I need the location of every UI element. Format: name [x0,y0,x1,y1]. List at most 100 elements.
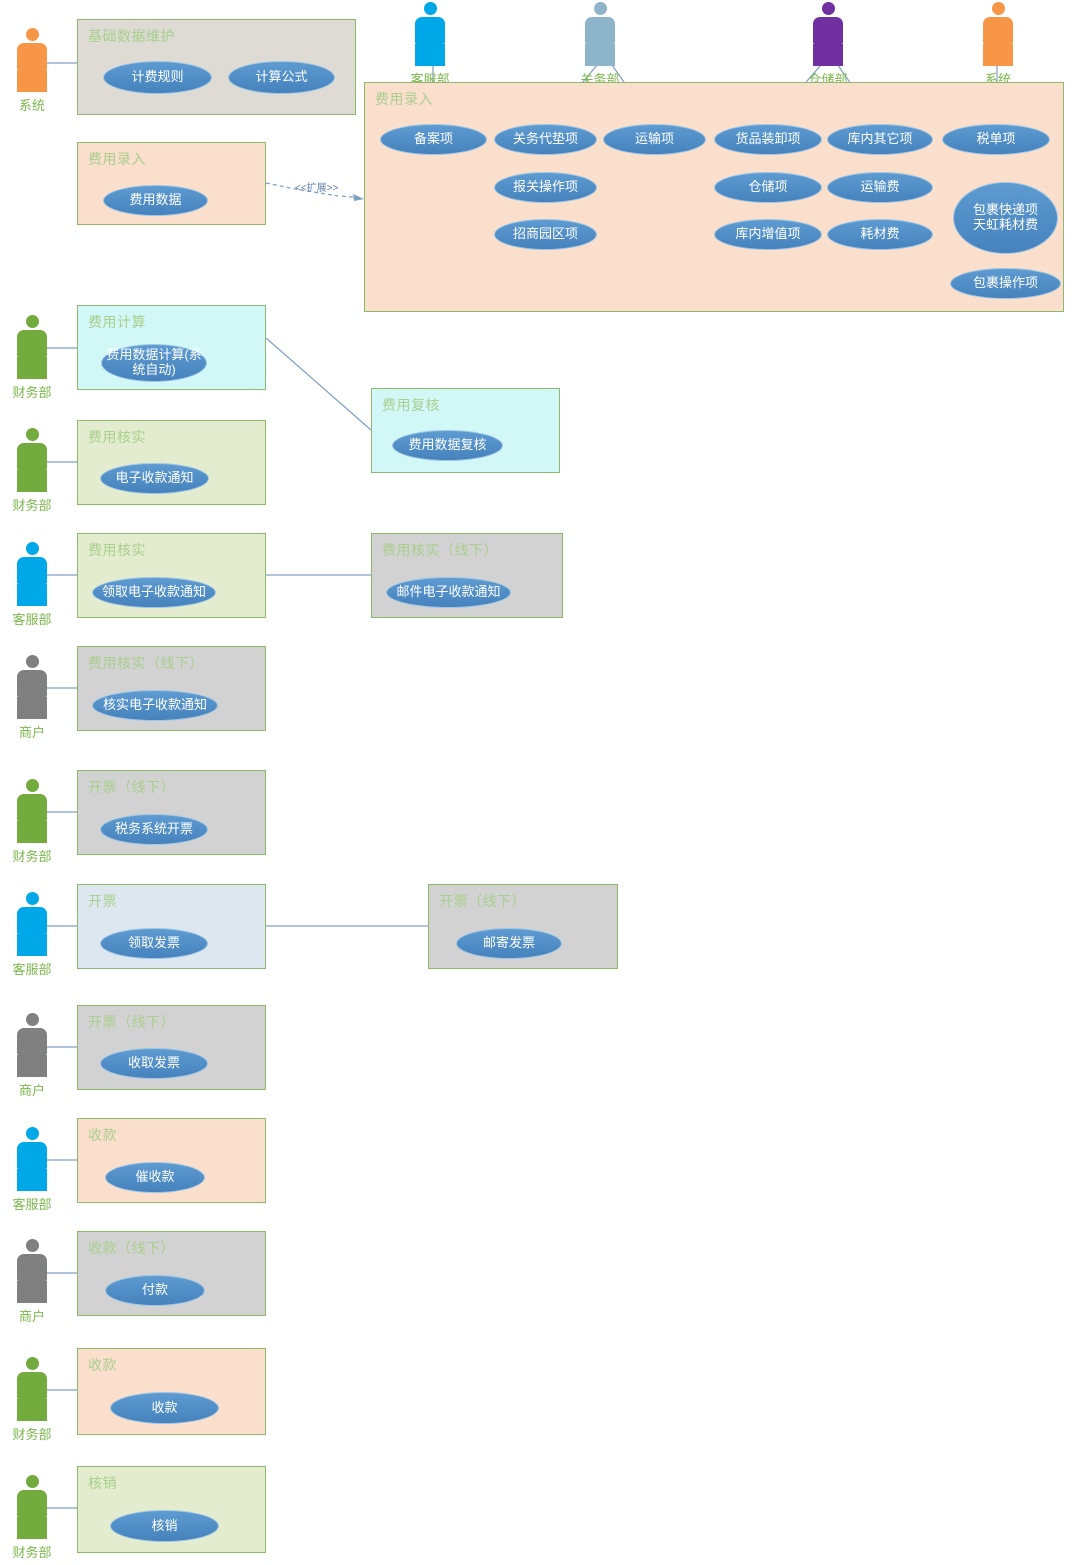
package-title: 费用复核 [382,397,440,413]
actor-商户[interactable]: 商户 [10,1239,54,1325]
package-title: 收款（线下） [88,1240,175,1256]
use-case-oval[interactable]: 催收款 [105,1162,205,1193]
use-case-oval[interactable]: 库内其它项 [827,124,933,155]
use-case-oval[interactable]: 运输费 [827,172,933,203]
use-case-oval[interactable]: 包裹操作项 [950,268,1061,299]
actor-label: 系统 [18,98,45,113]
package-title: 开票（线下） [88,779,175,795]
package-title: 费用核实（线下） [382,542,498,558]
actor-torso-icon [17,794,47,821]
use-case-oval[interactable]: 计算公式 [228,61,335,94]
actor-torso-icon [813,17,843,44]
actor-legs-icon [17,357,47,379]
use-case-oval[interactable]: 费用数据 [103,185,208,216]
use-case-oval[interactable]: 耗材费 [827,219,933,250]
actor-label: 财务部 [12,1545,52,1560]
use-case-oval[interactable]: 关务代垫项 [494,124,597,155]
use-case-oval[interactable]: 仓储项 [714,172,822,203]
actor-head-icon [423,2,437,15]
actor-财务部[interactable]: 财务部 [10,315,54,401]
actor-关务部[interactable]: 关务部 [578,2,622,88]
actor-legs-icon [17,697,47,719]
use-case-oval[interactable]: 领取发票 [100,928,208,959]
package-title: 费用录入 [375,91,433,107]
use-case-oval[interactable]: 运输项 [603,124,706,155]
actor-torso-icon [17,1490,47,1517]
actor-head-icon [25,28,39,41]
package-title: 费用录入 [88,151,146,167]
actor-head-icon [25,428,39,441]
actor-label: 商户 [18,1309,45,1324]
use-case-oval[interactable]: 备案项 [380,124,487,155]
actor-torso-icon [17,1028,47,1055]
actor-head-icon [25,315,39,328]
actor-legs-icon [415,44,445,66]
actor-head-icon [25,1357,39,1370]
actor-torso-icon [17,907,47,934]
actor-head-icon [25,892,39,905]
actor-财务部[interactable]: 财务部 [10,1357,54,1443]
actor-财务部[interactable]: 财务部 [10,779,54,865]
package-title: 核销 [88,1475,117,1491]
actor-legs-icon [17,934,47,956]
use-case-oval[interactable]: 收取发票 [100,1048,208,1079]
use-case-oval[interactable]: 报关操作项 [494,172,597,203]
use-case-oval[interactable]: 货品装卸项 [714,124,822,155]
package-title: 费用核实 [88,542,146,558]
actor-label: 财务部 [12,1427,52,1442]
package-title: 收款 [88,1357,117,1373]
link-extend-dash-right [341,195,361,199]
use-case-oval[interactable]: 计费规则 [103,61,212,94]
use-case-oval[interactable]: 收款 [110,1392,219,1424]
actor-head-icon [991,2,1005,15]
use-case-oval[interactable]: 包裹快递项 天虹耗材费 [953,182,1058,254]
use-case-oval[interactable]: 邮件电子收款通知 [386,577,511,608]
actor-客服部[interactable]: 客服部 [10,892,54,978]
actor-客服部[interactable]: 客服部 [10,1127,54,1213]
actor-商户[interactable]: 商户 [10,655,54,741]
actor-财务部[interactable]: 财务部 [10,428,54,514]
use-case-oval[interactable]: 库内增值项 [714,219,822,250]
actor-商户[interactable]: 商户 [10,1013,54,1099]
actor-系统[interactable]: 系统 [976,2,1020,88]
actor-财务部[interactable]: 财务部 [10,1475,54,1561]
use-case-oval[interactable]: 核销 [110,1510,219,1542]
actor-legs-icon [813,44,843,66]
use-case-oval[interactable]: 邮寄发票 [456,928,562,959]
actor-label: 商户 [18,725,45,740]
actor-label: 财务部 [12,849,52,864]
actor-系统[interactable]: 系统 [10,28,54,114]
use-case-oval[interactable]: 付款 [105,1275,205,1306]
actor-label: 商户 [18,1083,45,1098]
actor-torso-icon [17,557,47,584]
actor-legs-icon [17,1399,47,1421]
package-title: 开票 [88,893,117,909]
use-case-oval[interactable]: 税务系统开票 [100,814,208,845]
actor-legs-icon [17,470,47,492]
use-case-oval[interactable]: 核实电子收款通知 [92,690,218,721]
actor-legs-icon [17,1055,47,1077]
actor-legs-icon [17,1169,47,1191]
package-p-feeinput-main[interactable]: 费用录入 [364,82,1064,312]
actor-客服部[interactable]: 客服部 [408,2,452,88]
actor-仓储部[interactable]: 仓储部 [806,2,850,88]
package-p-invoice-offline-fin[interactable]: 开票（线下） [77,770,266,855]
actor-torso-icon [17,670,47,697]
use-case-oval[interactable]: 招商园区项 [494,219,597,250]
package-p-feeinput-left[interactable]: 费用录入 [77,142,266,225]
actor-legs-icon [585,44,615,66]
use-case-oval[interactable]: 税单项 [942,124,1050,155]
use-case-oval[interactable]: 费用数据复核 [392,430,503,461]
package-title: 开票（线下） [88,1014,175,1030]
actor-torso-icon [17,330,47,357]
actor-客服部[interactable]: 客服部 [10,542,54,628]
actor-head-icon [25,542,39,555]
actor-legs-icon [17,1281,47,1303]
use-case-oval[interactable]: 电子收款通知 [100,463,209,494]
use-case-oval[interactable]: 领取电子收款通知 [92,577,216,608]
actor-head-icon [821,2,835,15]
actor-head-icon [25,1475,39,1488]
actor-head-icon [25,1239,39,1252]
use-case-oval[interactable]: 费用数据计算(系 统自动) [101,344,207,382]
